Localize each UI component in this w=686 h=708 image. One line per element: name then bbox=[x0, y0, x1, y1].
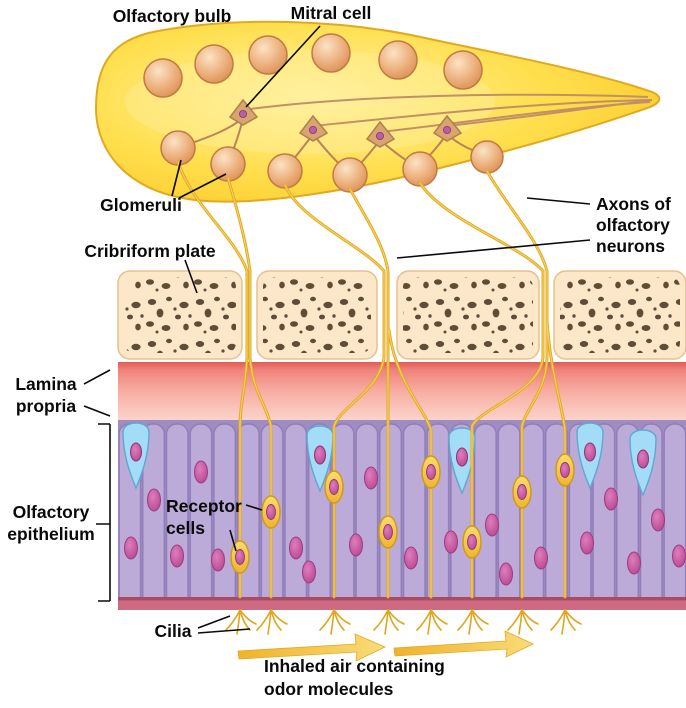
label-cribriform-plate: Cribriform plate bbox=[84, 241, 216, 261]
label-air-line2: odor molecules bbox=[264, 679, 394, 699]
leader-receptor-1 bbox=[245, 504, 263, 511]
glomerulus bbox=[470, 140, 504, 174]
label-receptor-line1: Receptor bbox=[166, 496, 242, 516]
bulb-cell bbox=[443, 50, 483, 90]
bone-speckles bbox=[124, 277, 680, 353]
label-epithelium-line2: epithelium bbox=[7, 524, 95, 544]
leader-axons-1 bbox=[526, 197, 591, 205]
label-olfactory-bulb: Olfactory bulb bbox=[113, 6, 232, 26]
label-epithelium-line1: Olfactory bbox=[13, 502, 90, 522]
bulb-cell bbox=[143, 58, 183, 98]
label-lamina-line2: propria bbox=[16, 396, 77, 416]
bulb-granule-cells bbox=[143, 33, 483, 98]
airflow-arrow-2 bbox=[393, 630, 534, 658]
bulb-cell bbox=[311, 33, 351, 73]
bulb-cell bbox=[194, 44, 234, 84]
olfactory-bulb-shape bbox=[94, 20, 661, 203]
label-cilia: Cilia bbox=[155, 621, 192, 641]
leader-mitral-cell bbox=[245, 25, 321, 108]
leader-lamina-1 bbox=[83, 369, 111, 385]
bulb-cell bbox=[378, 40, 418, 80]
label-glomeruli: Glomeruli bbox=[100, 195, 182, 215]
label-mitral-cell: Mitral cell bbox=[291, 3, 372, 23]
leader-lamina-2 bbox=[83, 405, 111, 417]
leader-cilia-1 bbox=[197, 615, 231, 629]
epithelial-nuclei bbox=[124, 460, 686, 586]
airflow-arrow-1 bbox=[237, 633, 386, 662]
glomerulus bbox=[267, 153, 303, 189]
label-axons-line3: neurons bbox=[596, 236, 665, 256]
leader-cribriform bbox=[184, 259, 198, 294]
label-axons-line1: Axons of bbox=[596, 194, 671, 214]
bulb-cell bbox=[248, 35, 288, 75]
label-receptor-line2: cells bbox=[166, 518, 205, 538]
leader-lines bbox=[83, 25, 591, 634]
mitral-cell-axons bbox=[242, 93, 653, 133]
leader-cilia-2 bbox=[197, 628, 251, 634]
glomerulus bbox=[332, 157, 368, 193]
glomerulus bbox=[402, 151, 438, 187]
label-lamina-line1: Lamina bbox=[15, 374, 77, 394]
airflow-arrows bbox=[237, 630, 534, 662]
cribriform-plate-layer bbox=[117, 270, 686, 360]
label-air-line1: Inhaled air containing bbox=[264, 656, 445, 676]
glomeruli-balls bbox=[160, 130, 504, 193]
mitral-cell-nuclei bbox=[238, 110, 451, 140]
label-axons-line2: olfactory bbox=[596, 215, 670, 235]
leader-axons-2 bbox=[396, 239, 591, 259]
glomerulus bbox=[160, 130, 196, 166]
bracket-epithelium bbox=[96, 423, 111, 602]
olfactory-epithelium-layer bbox=[118, 420, 686, 610]
leader-glomeruli-2 bbox=[178, 173, 227, 199]
cilia-tufts bbox=[225, 609, 582, 635]
receptor-cell-nuclei bbox=[235, 462, 570, 565]
supporting-cell-nuclei bbox=[130, 442, 649, 469]
lamina-propria-layer bbox=[118, 362, 686, 420]
leader-glomeruli-1 bbox=[171, 159, 182, 197]
leader-receptor-2 bbox=[229, 529, 237, 552]
apical-border-edge bbox=[118, 597, 686, 601]
glomerulus bbox=[210, 146, 246, 182]
